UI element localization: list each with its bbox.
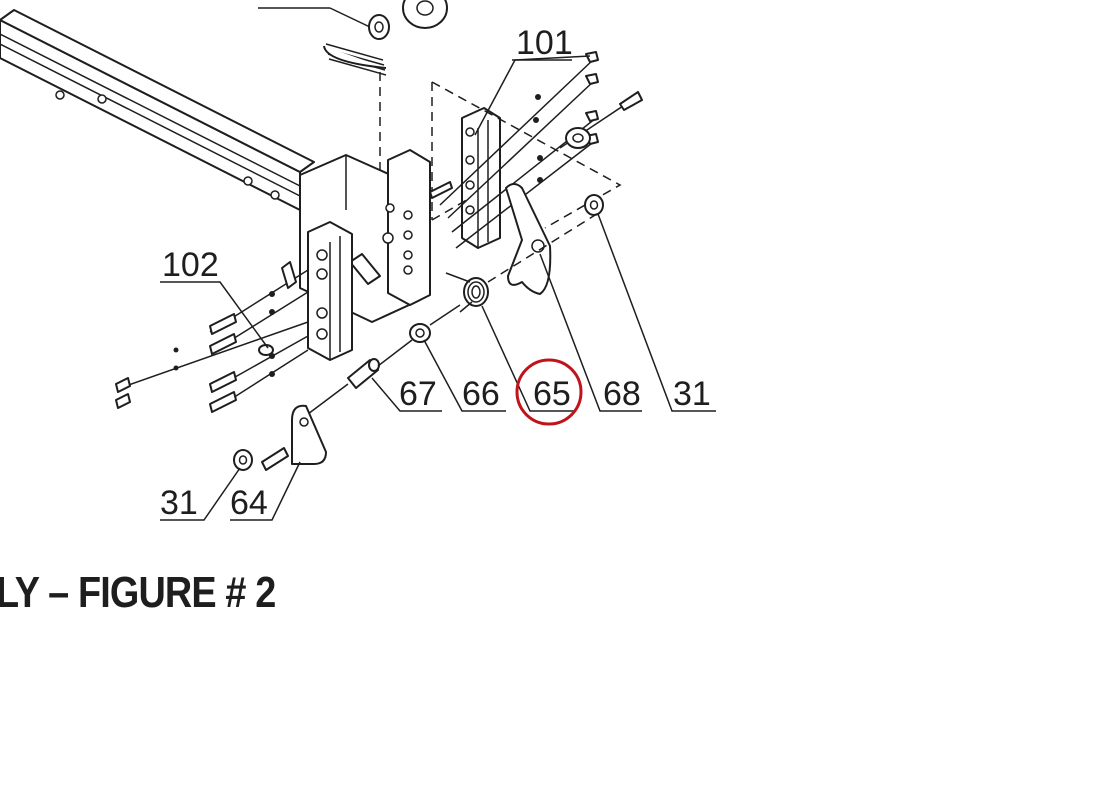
top-washer <box>368 14 390 40</box>
callout-31-right: 31 <box>673 375 711 413</box>
right-plate <box>461 107 501 249</box>
lower-bolts <box>115 261 309 413</box>
callout-102: 102 <box>162 246 219 284</box>
left-washer <box>233 449 253 471</box>
callout-leaders <box>160 55 716 521</box>
right-washer <box>584 194 604 216</box>
callout-66: 66 <box>462 375 500 413</box>
main-beam <box>0 9 315 211</box>
highlight-circle-65 <box>515 358 583 426</box>
callout-101: 101 <box>516 24 573 62</box>
pin-sleeve <box>347 358 380 389</box>
cam-plate <box>505 183 552 295</box>
callout-68: 68 <box>603 375 641 413</box>
callout-labels: 101 102 67 66 65 68 31 31 64 <box>160 24 711 522</box>
top-pulley <box>258 0 448 29</box>
figure-caption: LY – FIGURE # 2 <box>0 568 276 617</box>
top-spring <box>323 43 387 76</box>
bushing <box>409 323 431 343</box>
callout-67: 67 <box>399 375 437 413</box>
eyebolt <box>559 91 643 149</box>
callout-64: 64 <box>230 484 268 522</box>
callout-65: 65 <box>533 375 571 413</box>
lower-bracket <box>261 404 327 471</box>
left-plate <box>307 221 353 361</box>
torsion-spring <box>445 272 489 313</box>
callout-31-left: 31 <box>160 484 198 522</box>
upper-bolts <box>429 51 599 249</box>
